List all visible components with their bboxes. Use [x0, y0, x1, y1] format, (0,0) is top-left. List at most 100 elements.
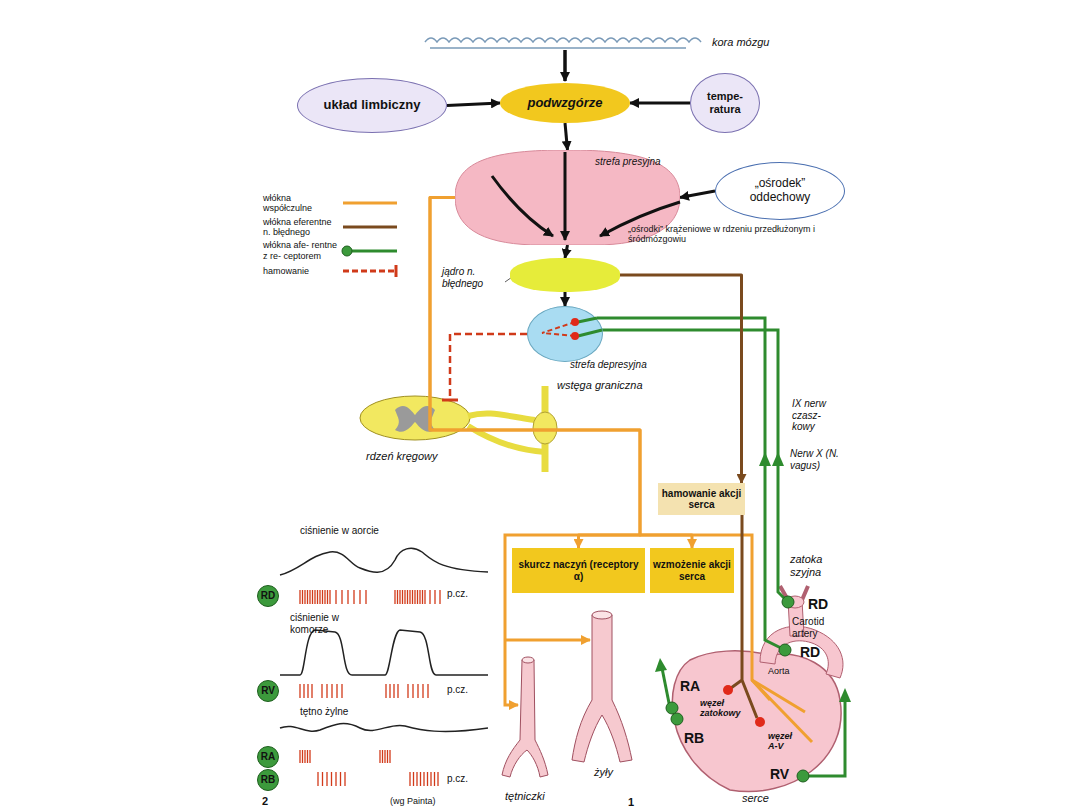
receptor-circle: RD — [257, 585, 279, 607]
connector — [430, 198, 692, 549]
text-label: rdzeń kręgowy — [366, 450, 466, 463]
text-label: Carotid artery — [792, 616, 840, 639]
impulse-tick — [299, 750, 300, 763]
cortex-arrow — [563, 50, 567, 81]
chart-trace — [280, 548, 488, 731]
impulse-tick — [382, 750, 383, 763]
impulse-tick — [423, 772, 424, 786]
impulse-tick — [302, 590, 303, 604]
impulse-tick — [299, 684, 300, 698]
node-text: hamowanie akcji serca — [661, 488, 742, 511]
text-label: p.cz. — [447, 588, 487, 600]
text-label: Nerw X (N. vagus) — [790, 448, 865, 471]
impulse-tick — [335, 590, 336, 604]
cortex — [425, 38, 701, 48]
text-label: tętniczki — [505, 790, 565, 803]
impulse-tick — [389, 750, 390, 763]
inhibition-line — [450, 334, 527, 400]
impulse-tick — [322, 772, 323, 786]
text-label: 1 — [628, 796, 643, 809]
legend-dot — [342, 246, 352, 256]
oval-node: „ośrodek” oddechowy — [715, 162, 845, 220]
impulse-tick — [407, 684, 408, 698]
receptor-circle: RV — [257, 680, 279, 702]
impulse-tick — [344, 772, 345, 786]
node-text: tempe- ratura — [697, 90, 753, 115]
impulse-tick — [424, 590, 425, 604]
impulse-tick — [314, 590, 315, 604]
impulse-tick — [439, 590, 440, 604]
oval-node: układ limbiczny — [297, 78, 447, 133]
impulse-tick — [416, 772, 417, 786]
connector — [565, 245, 568, 258]
impulse-tick — [326, 684, 327, 698]
impulse-tick — [393, 684, 394, 698]
impulse-tick — [417, 590, 418, 604]
node-text: skurcz naczyń (receptory α) — [516, 559, 641, 582]
impulse-tick — [341, 590, 342, 604]
connector — [680, 191, 715, 198]
text-label: 2 — [262, 795, 277, 808]
legend-line — [343, 202, 397, 205]
impulse-tick — [399, 590, 400, 604]
impulse-tick — [304, 590, 305, 604]
impulse-tick — [397, 684, 398, 698]
text-label: ciśnienie w aorcie — [300, 525, 420, 537]
receptor-dot — [666, 702, 678, 714]
text-label: RD — [808, 596, 838, 612]
impulse-tick — [434, 772, 435, 786]
text-label: tętno żylne — [300, 706, 400, 718]
impulse-tick — [412, 590, 413, 604]
impulse-tick — [322, 590, 323, 604]
legend-row: włókna eferentne n. błędnego — [263, 217, 399, 238]
legend-sample — [341, 244, 399, 258]
vein — [572, 615, 632, 762]
impulse-tick — [429, 590, 430, 604]
text-label: p.cz. — [447, 773, 487, 785]
receptor-circle: RB — [257, 769, 279, 791]
impulse-tick — [384, 750, 385, 763]
impulse-tick — [397, 590, 398, 604]
text-label: kora mózgu — [712, 36, 802, 49]
node-text: „ośrodek” oddechowy — [727, 177, 833, 205]
impulse-tick — [312, 590, 313, 604]
impulse-tick — [420, 772, 421, 786]
node-text: RA — [261, 751, 275, 763]
afferent-arrow — [839, 688, 851, 702]
depressor-zone: strefa depresyjna — [527, 306, 603, 362]
impulse-tick — [309, 590, 310, 604]
impulse-tick — [404, 590, 405, 604]
impulse-tick — [434, 590, 435, 604]
impulse-tick — [335, 772, 336, 786]
text-label: Aorta — [768, 666, 808, 676]
impulse-tick — [387, 750, 388, 763]
legend-sample — [341, 220, 399, 234]
text-label: serce — [742, 792, 792, 805]
legend-text: włókna afe- rentne z re- ceptorem — [263, 240, 341, 261]
text-label: IX nerw czasz- kowy — [792, 398, 840, 433]
impulse-tick — [324, 590, 325, 604]
legend-row: hamowanie — [263, 264, 399, 278]
legend-text: włókna współczulne — [263, 193, 341, 214]
legend-sample — [341, 264, 399, 278]
receptor-dot — [779, 644, 791, 656]
node-text: RD — [261, 590, 275, 602]
impulse-tick — [309, 750, 310, 763]
impulse-tick — [327, 590, 328, 604]
impulse-tick — [389, 684, 390, 698]
arteriole — [502, 660, 548, 777]
impulse-tick — [307, 750, 308, 763]
vagal-efferent — [731, 515, 757, 718]
impulse-tick — [422, 590, 423, 604]
impulse-tick — [379, 750, 380, 763]
legend: włókna współczulne włókna eferentne n. bł… — [263, 193, 399, 281]
impulse-tick — [319, 590, 320, 604]
connector — [564, 292, 567, 306]
impulse-tick — [311, 684, 312, 698]
impulse-tick — [359, 590, 360, 604]
av-node — [755, 717, 765, 727]
impulse-tick — [331, 772, 332, 786]
receptor-dot — [797, 770, 809, 782]
impulse-tick — [417, 684, 418, 698]
text-label: ciśnienie w komorze — [290, 612, 350, 635]
